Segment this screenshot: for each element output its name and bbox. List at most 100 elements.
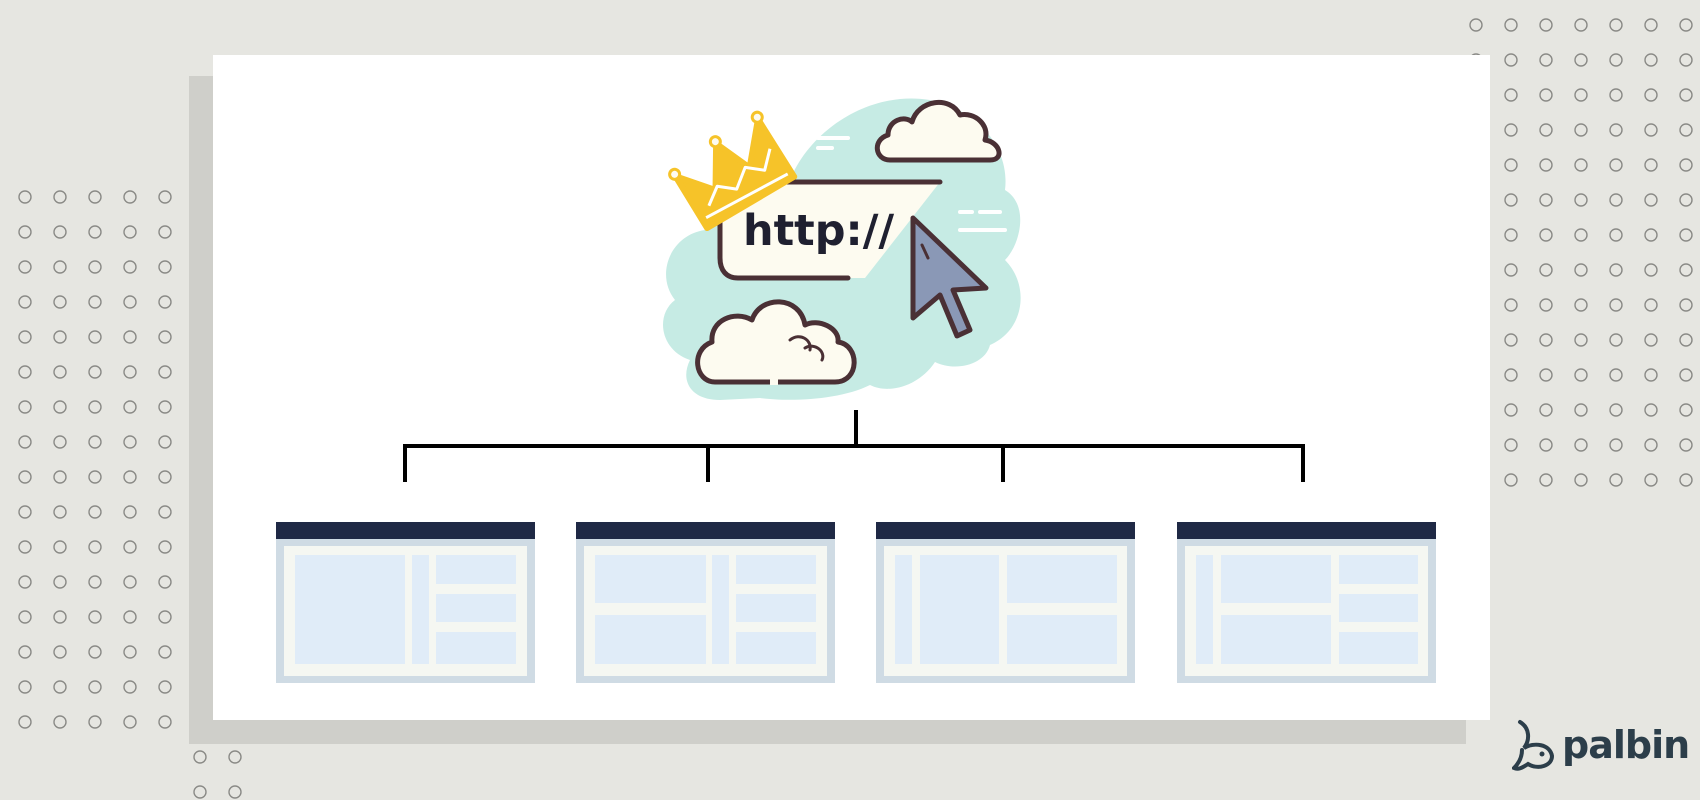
layout-thumbnail [876, 522, 1135, 683]
dot [1574, 18, 1588, 32]
dot [1504, 298, 1518, 312]
dot [1644, 403, 1658, 417]
dot [1679, 123, 1693, 137]
dot [1469, 18, 1483, 32]
dot [1539, 193, 1553, 207]
dot [193, 750, 207, 764]
dot [1644, 158, 1658, 172]
dot [123, 330, 137, 344]
dot [1504, 53, 1518, 67]
dot [53, 190, 67, 204]
dot [1504, 263, 1518, 277]
dot [1574, 88, 1588, 102]
page-layout-2 [576, 522, 835, 683]
dot [1574, 368, 1588, 382]
dot [88, 610, 102, 624]
dot [1504, 88, 1518, 102]
dot [53, 645, 67, 659]
dot [158, 295, 172, 309]
dot [1609, 193, 1623, 207]
dot [1644, 263, 1658, 277]
dot [1609, 473, 1623, 487]
dot [1609, 263, 1623, 277]
dot [88, 295, 102, 309]
dot [53, 225, 67, 239]
dot [1574, 333, 1588, 347]
dot [18, 645, 32, 659]
dot [18, 505, 32, 519]
dot [1574, 123, 1588, 137]
dot [158, 225, 172, 239]
dot [158, 575, 172, 589]
dot [1679, 368, 1693, 382]
dot [123, 715, 137, 729]
dot [1504, 193, 1518, 207]
dot [123, 610, 137, 624]
dot [1574, 403, 1588, 417]
dot [53, 295, 67, 309]
dot [1539, 18, 1553, 32]
speed-lines [810, 124, 1007, 232]
dot [1644, 88, 1658, 102]
dot [1609, 88, 1623, 102]
dot [1609, 123, 1623, 137]
dot [1644, 123, 1658, 137]
brand-logo: palbin [1512, 718, 1690, 772]
dot [53, 505, 67, 519]
dot [18, 575, 32, 589]
dot [1609, 298, 1623, 312]
dot [1609, 368, 1623, 382]
dot [1504, 368, 1518, 382]
dot [88, 715, 102, 729]
dot [1574, 193, 1588, 207]
palbin-fish-logo-icon [1512, 720, 1555, 771]
dot [88, 330, 102, 344]
dot [18, 225, 32, 239]
dot [53, 330, 67, 344]
dot [18, 715, 32, 729]
dot [53, 610, 67, 624]
dot [53, 435, 67, 449]
dot [123, 645, 137, 659]
dot [18, 400, 32, 414]
dot [228, 750, 242, 764]
layout-thumbnail [576, 522, 835, 683]
dot [1504, 18, 1518, 32]
dot [53, 365, 67, 379]
dot [1644, 53, 1658, 67]
dot [88, 190, 102, 204]
dot [1679, 228, 1693, 242]
dot [1679, 298, 1693, 312]
dot [1679, 53, 1693, 67]
dot [1574, 53, 1588, 67]
dot [1539, 158, 1553, 172]
dot [18, 190, 32, 204]
dot [158, 610, 172, 624]
cloud-icon [874, 99, 1002, 163]
dot [123, 575, 137, 589]
dot [1644, 438, 1658, 452]
dot [123, 435, 137, 449]
dot [1539, 88, 1553, 102]
dot [88, 470, 102, 484]
dot [158, 330, 172, 344]
layout-thumbnail [276, 522, 535, 683]
dot [123, 225, 137, 239]
dot [53, 715, 67, 729]
dot [88, 225, 102, 239]
dot [18, 295, 32, 309]
dot [123, 260, 137, 274]
dot [123, 470, 137, 484]
dot [158, 470, 172, 484]
dot [1504, 473, 1518, 487]
dot [123, 190, 137, 204]
dot [88, 505, 102, 519]
dot [1679, 88, 1693, 102]
dot [158, 645, 172, 659]
dot [1574, 473, 1588, 487]
dot [1644, 473, 1658, 487]
dot [1504, 403, 1518, 417]
dot [1574, 438, 1588, 452]
dot [1504, 333, 1518, 347]
